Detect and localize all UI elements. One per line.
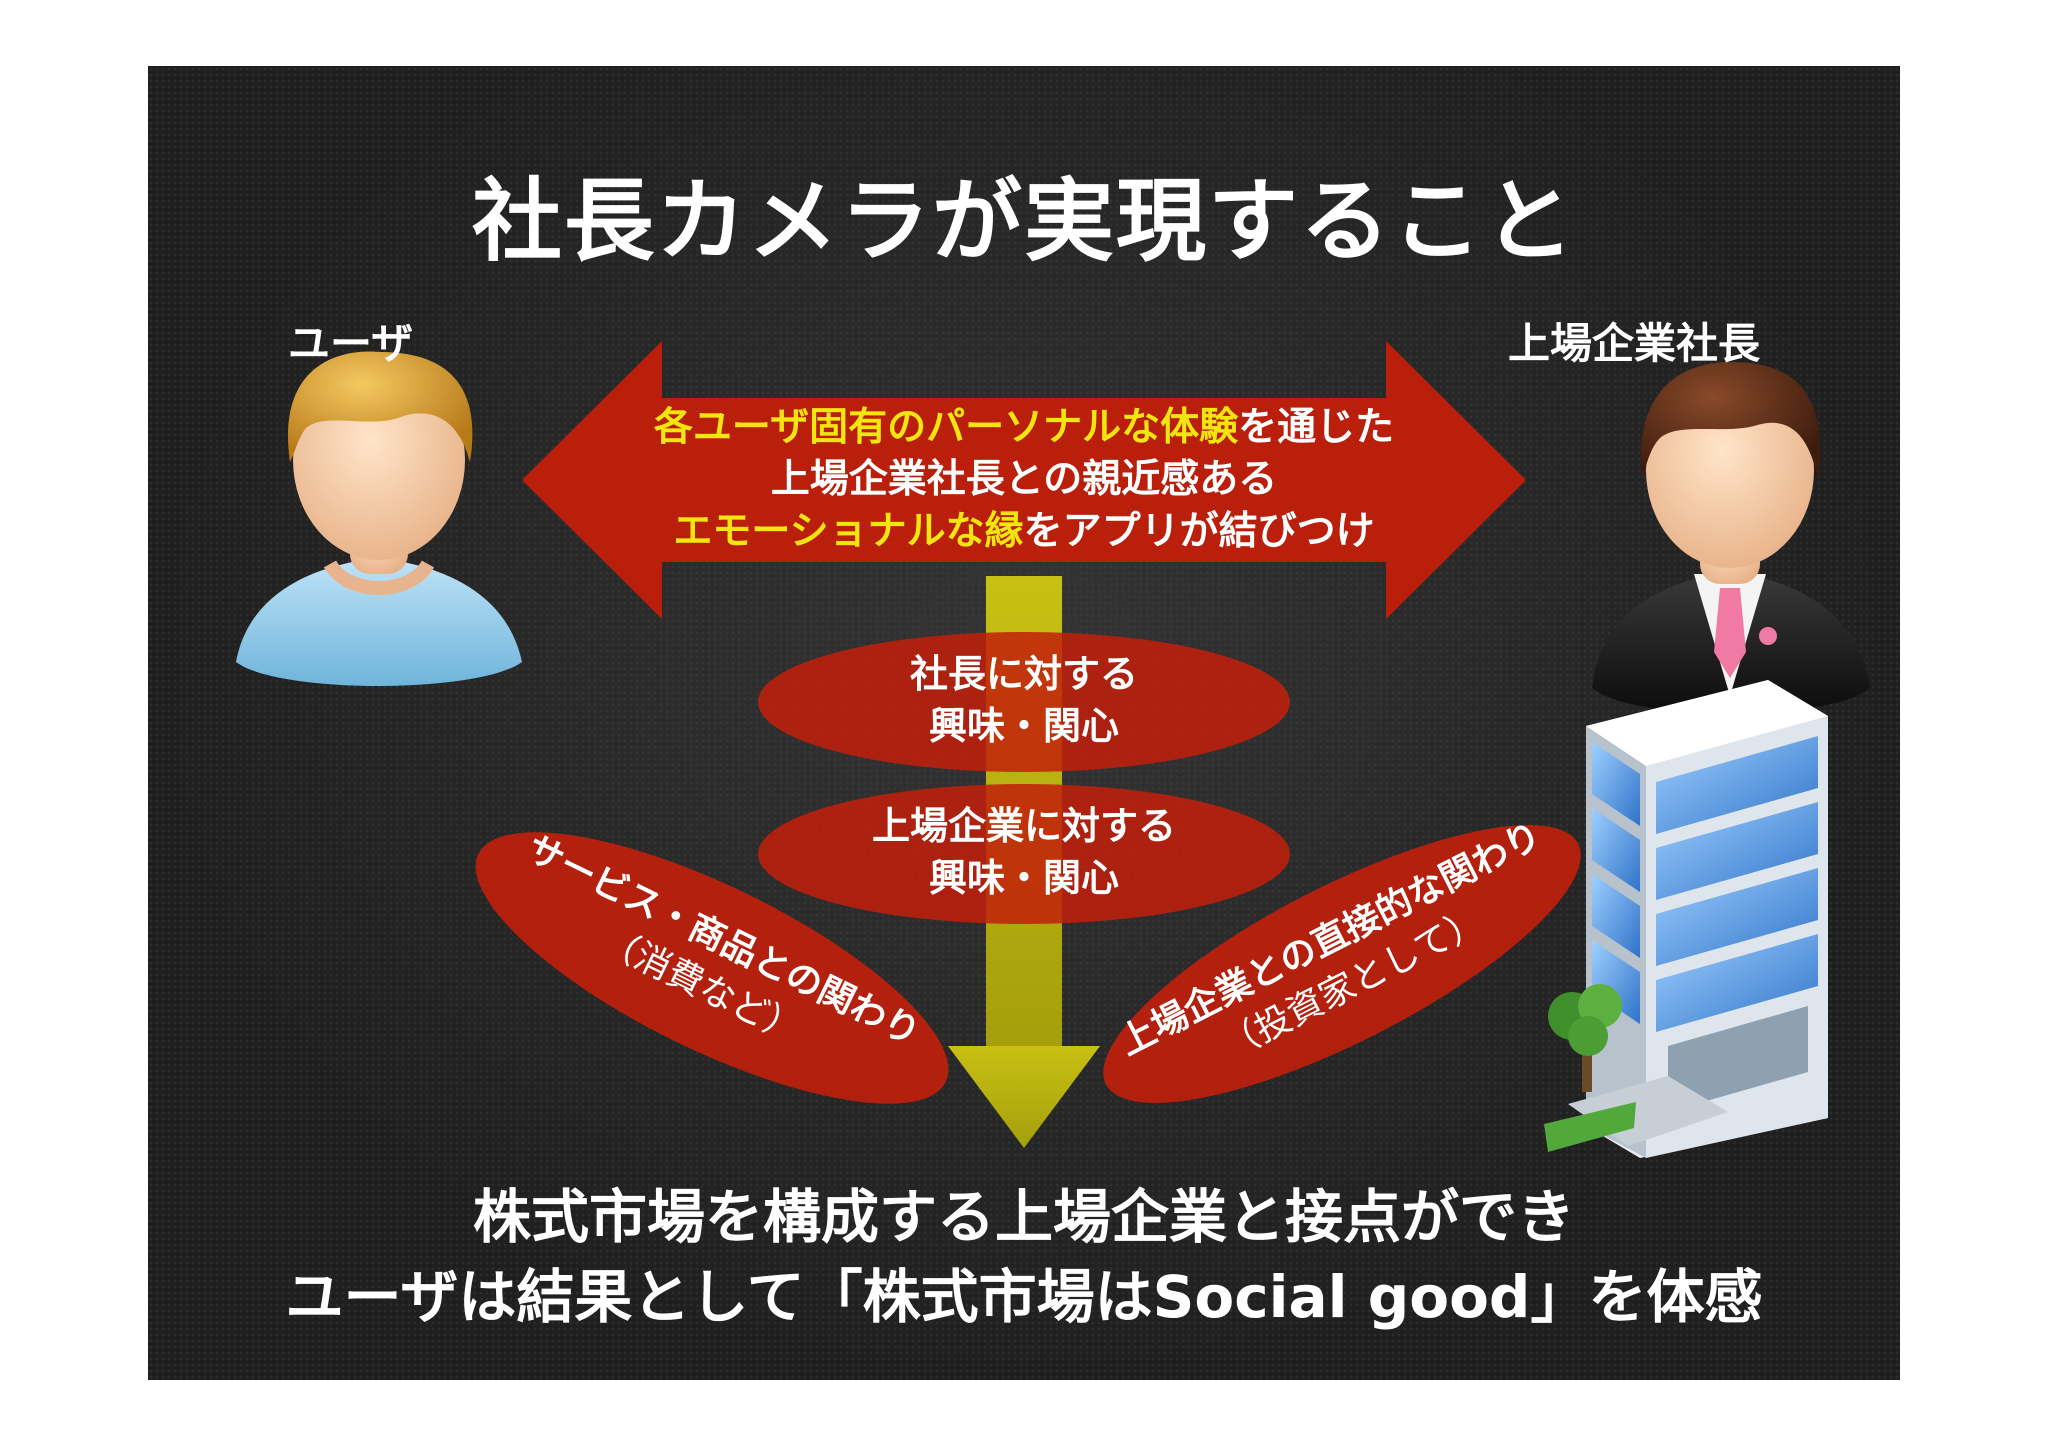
office-building-icon: [1544, 680, 1828, 1158]
arrow-line1-highlight: 各ユーザ固有のパーソナルな体験: [653, 405, 1239, 450]
businessman-icon: [1592, 362, 1870, 714]
conclusion-line2: ユーザは結果として「株式市場はSocial good」を体感: [285, 1263, 1763, 1331]
diagram-graphics: [236, 341, 1870, 1158]
company-interest-line2: 興味・関心: [928, 856, 1119, 900]
investor-relation-oval: [1103, 825, 1581, 1103]
arrow-line3-tail: をアプリが結びつけ: [1023, 509, 1375, 554]
ceo-interest-line2: 興味・関心: [928, 704, 1119, 748]
service-relation-oval: [475, 832, 949, 1104]
arrow-line2: 上場企業社長との親近感ある: [770, 457, 1278, 502]
arrow-line1-tail: を通じた: [1238, 405, 1395, 450]
company-interest-line1: 上場企業に対する: [871, 804, 1176, 848]
arrow-text: 各ユーザ固有のパーソナルな体験を通じた 上場企業社長との親近感ある エモーショナ…: [522, 402, 1526, 558]
arrow-line3-highlight: エモーショナルな縁: [673, 509, 1024, 554]
double-arrow: [522, 341, 1526, 619]
ceo-interest-line1: 社長に対する: [909, 652, 1138, 696]
conclusion-line1: 株式市場を構成する上場企業と接点ができ: [472, 1183, 1575, 1251]
company-interest-oval: [758, 784, 1290, 924]
ceo-interest-text: 社長に対する 興味・関心: [758, 648, 1290, 752]
ceo-label: 上場企業社長: [1508, 319, 1761, 368]
user-icon: [236, 351, 522, 686]
user-label: ユーザ: [288, 319, 414, 368]
slide: 社長カメラが実現すること ユーザ 上場企業社長 各ユーザ固有のパーソナルな体験を…: [148, 66, 1900, 1380]
company-interest-text: 上場企業に対する 興味・関心: [758, 800, 1290, 904]
slide-title: 社長カメラが実現すること: [472, 169, 1576, 274]
ceo-interest-oval: [758, 632, 1290, 772]
